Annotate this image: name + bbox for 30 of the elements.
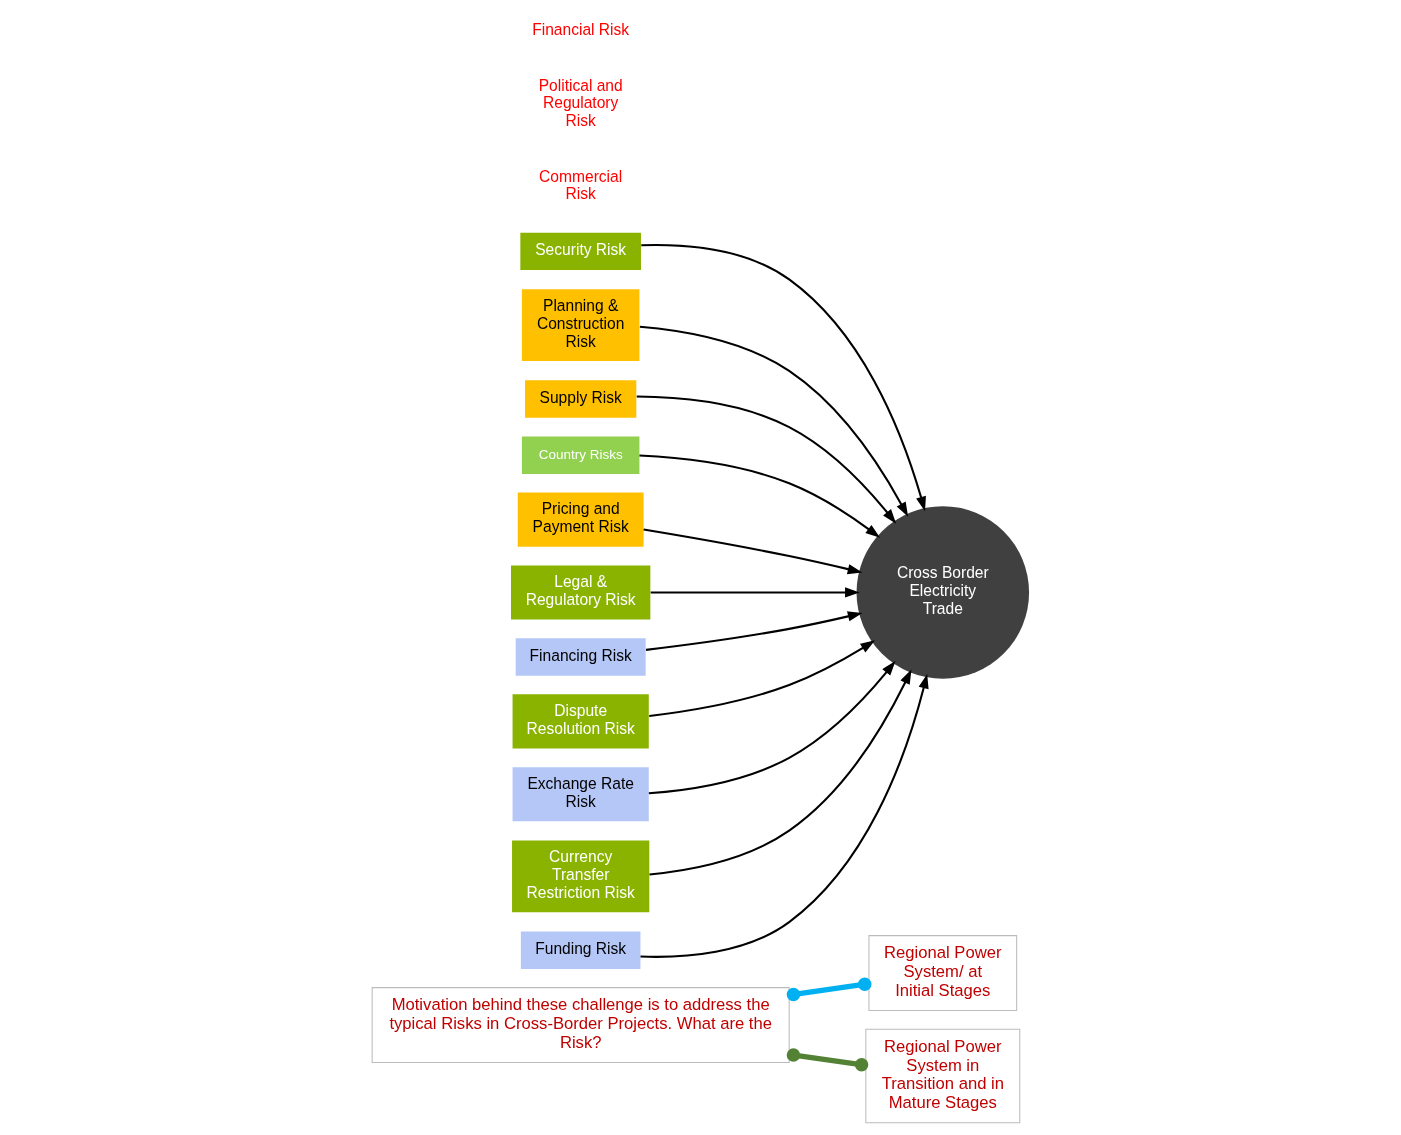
arrow xyxy=(639,325,909,517)
arrow xyxy=(643,528,863,575)
node-box: Exchange Rate Risk xyxy=(512,767,649,822)
arrow xyxy=(641,243,926,512)
arrow xyxy=(640,673,929,958)
node-box: Country Risks xyxy=(521,436,640,474)
arrow xyxy=(645,611,863,651)
arrow xyxy=(649,669,912,876)
connector xyxy=(786,977,872,1002)
arrow xyxy=(639,454,881,538)
node-box: Pricing and Payment Risk xyxy=(517,492,644,547)
label: Political and Regulatory Risk xyxy=(538,76,623,130)
arrow xyxy=(650,587,860,598)
node-box: Dispute Resolution Risk xyxy=(512,694,649,749)
node-box: Security Risk xyxy=(520,232,641,271)
node-box: Supply Risk xyxy=(525,380,637,418)
label: Financial Risk xyxy=(532,20,630,38)
node-box: Legal & Regulatory Risk xyxy=(511,565,651,620)
label: Commercial Risk xyxy=(539,167,623,203)
node-box: Motivation behind these challenge is to address the typical Risks in Cross-Border Projects. What are the Risk? xyxy=(371,987,790,1064)
node-box: Regional Power System in Transition and in Mature Stages xyxy=(865,1028,1021,1124)
arrow xyxy=(648,660,896,795)
node-box: Regional Power System/ at Initial Stages xyxy=(868,935,1018,1012)
arrow xyxy=(649,640,876,717)
node-box: Funding Risk xyxy=(520,931,641,969)
node-box: Planning & Construction Risk xyxy=(521,289,640,362)
node-box: Currency Transfer Restriction Risk xyxy=(512,840,650,913)
node-box: Financing Risk xyxy=(515,638,646,676)
connector xyxy=(786,1048,869,1072)
arrow xyxy=(636,395,897,524)
